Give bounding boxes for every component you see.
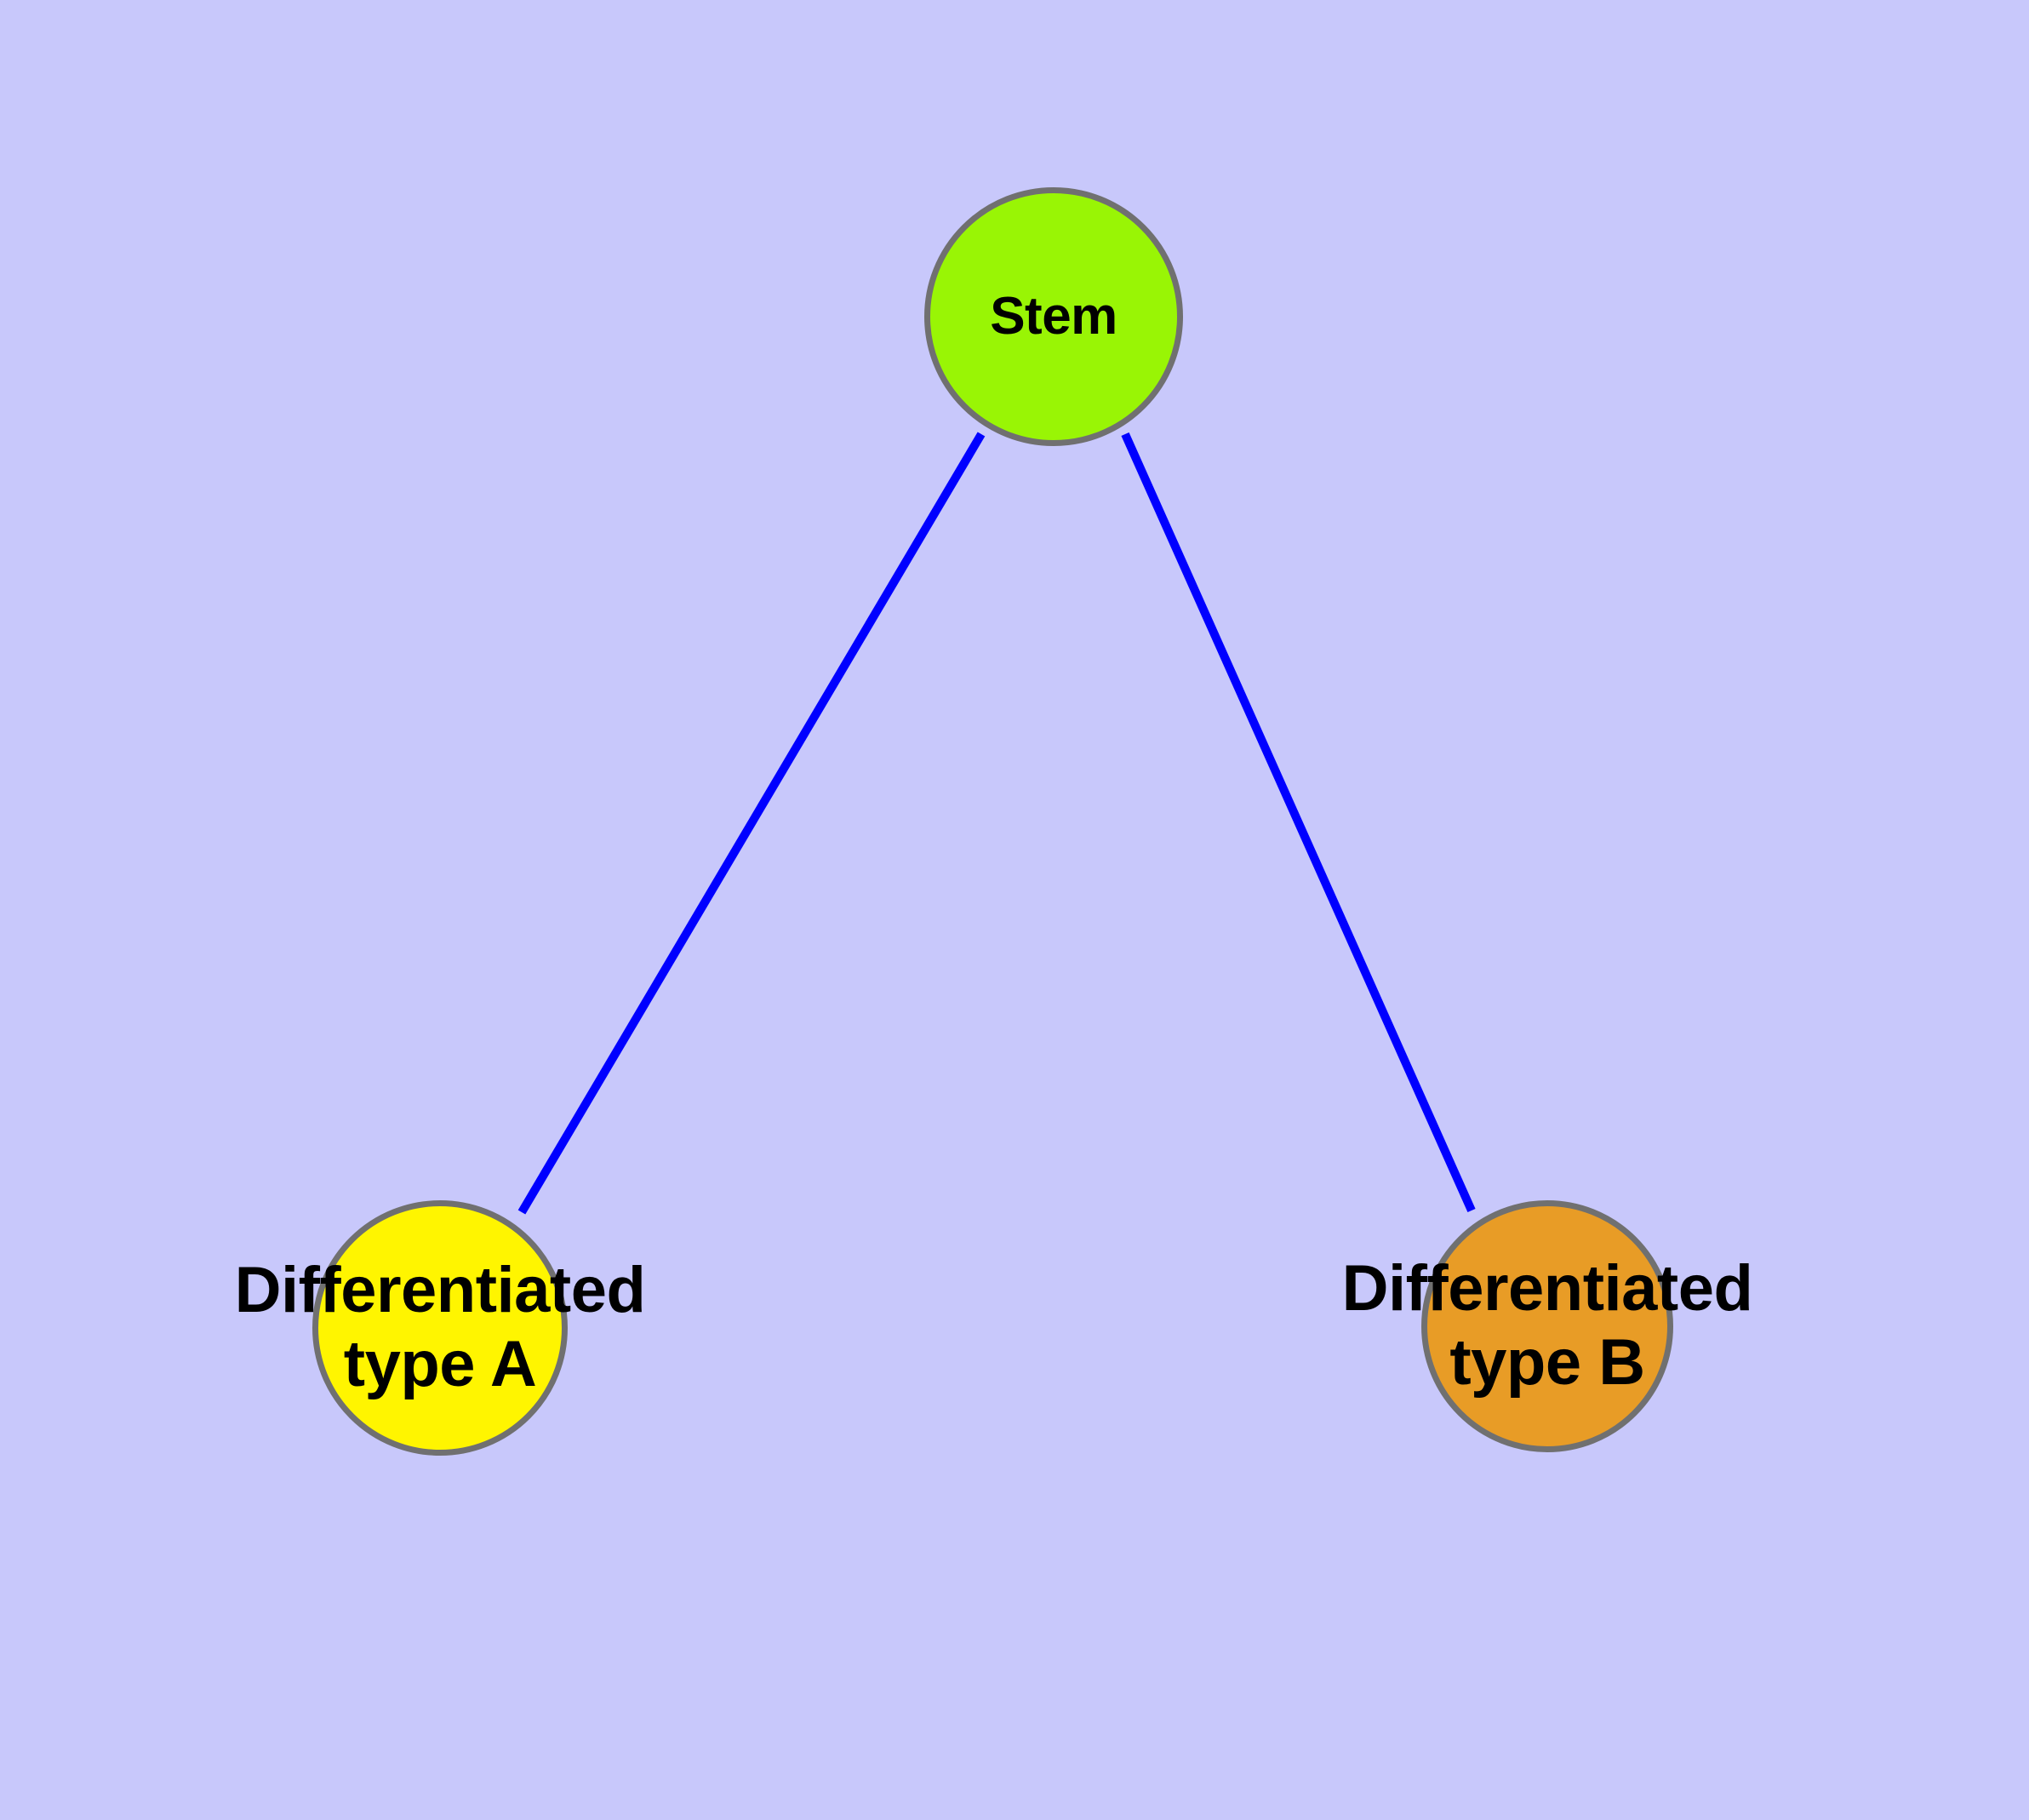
node-diff_b[interactable] (1421, 1200, 1673, 1452)
node-diff_a[interactable] (312, 1200, 568, 1456)
edge-stem-to-b[interactable] (1121, 432, 1476, 1213)
edge-stem-to-a[interactable] (517, 432, 986, 1215)
node-stem[interactable] (924, 187, 1183, 446)
